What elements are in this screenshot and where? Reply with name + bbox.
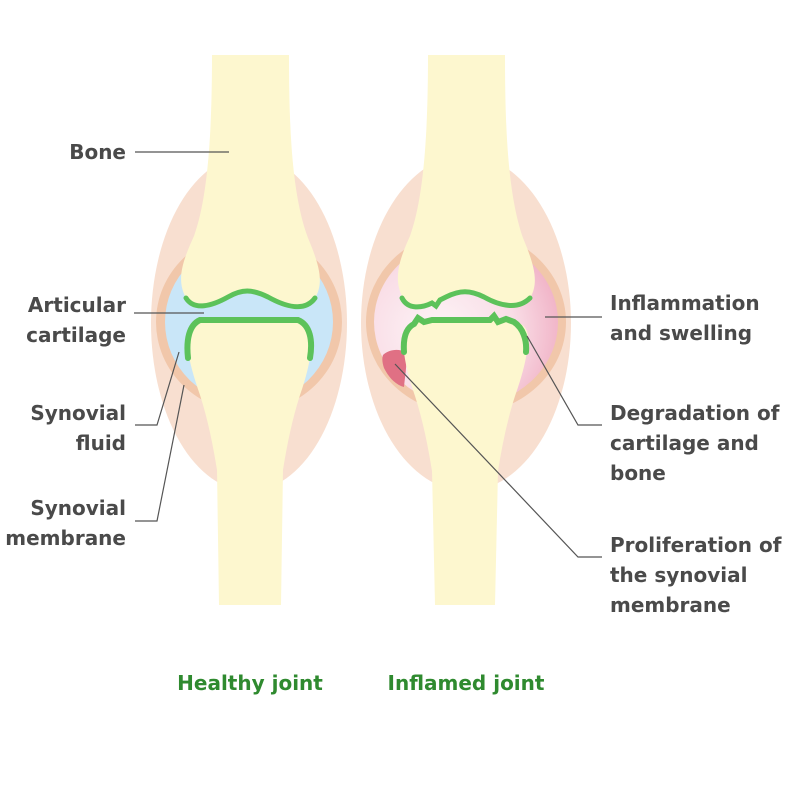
synovial-fluid-label-line-2: fluid bbox=[76, 431, 126, 455]
articular-cartilage-label-line-2: cartilage bbox=[26, 323, 126, 347]
degradation-label-line-3: bone bbox=[610, 461, 666, 485]
inflamed-lower-cartilage bbox=[400, 311, 530, 355]
healthy-upper-cartilage bbox=[183, 288, 318, 309]
synovial-membrane-label-line-2: membrane bbox=[5, 526, 126, 550]
proliferation-label-line-1: Proliferation of bbox=[610, 533, 782, 557]
degradation-leader bbox=[526, 335, 602, 426]
bone-label: Bone bbox=[69, 140, 126, 164]
inflamed-joint-caption: Inflamed joint bbox=[388, 671, 545, 695]
inflammation-label-line-2: and swelling bbox=[610, 321, 752, 345]
synovial-fluid-label-line-1: Synovial bbox=[30, 401, 126, 425]
synovial-proliferation-tissue bbox=[382, 349, 407, 387]
synovial-membrane-leader bbox=[135, 384, 185, 522]
degradation-label-line-2: cartilage and bbox=[610, 431, 759, 455]
proliferation-leader bbox=[394, 363, 602, 558]
articular-cartilage-label-line-1: Articular bbox=[28, 293, 126, 317]
healthy-joint-caption: Healthy joint bbox=[177, 671, 323, 695]
degradation-label-line-1: Degradation of bbox=[610, 401, 780, 425]
synovial-membrane-label-line-1: Synovial bbox=[30, 496, 126, 520]
healthy-lower-bone bbox=[187, 318, 312, 605]
healthy-joint bbox=[151, 55, 347, 605]
inflamed-upper-cartilage bbox=[399, 289, 533, 310]
inflamed-joint bbox=[361, 55, 571, 605]
inflamed-lower-bone bbox=[403, 319, 528, 605]
inflammation-label-line-1: Inflammation bbox=[610, 291, 760, 315]
synovial-fluid-leader bbox=[135, 351, 180, 426]
leader-lines bbox=[134, 151, 602, 558]
healthy-lower-cartilage bbox=[184, 317, 315, 361]
proliferation-label-line-3: membrane bbox=[610, 593, 731, 617]
proliferation-label-line-2: the synovial bbox=[610, 563, 748, 587]
healthy-upper-bone bbox=[181, 55, 320, 307]
inflamed-upper-bone bbox=[397, 55, 535, 307]
